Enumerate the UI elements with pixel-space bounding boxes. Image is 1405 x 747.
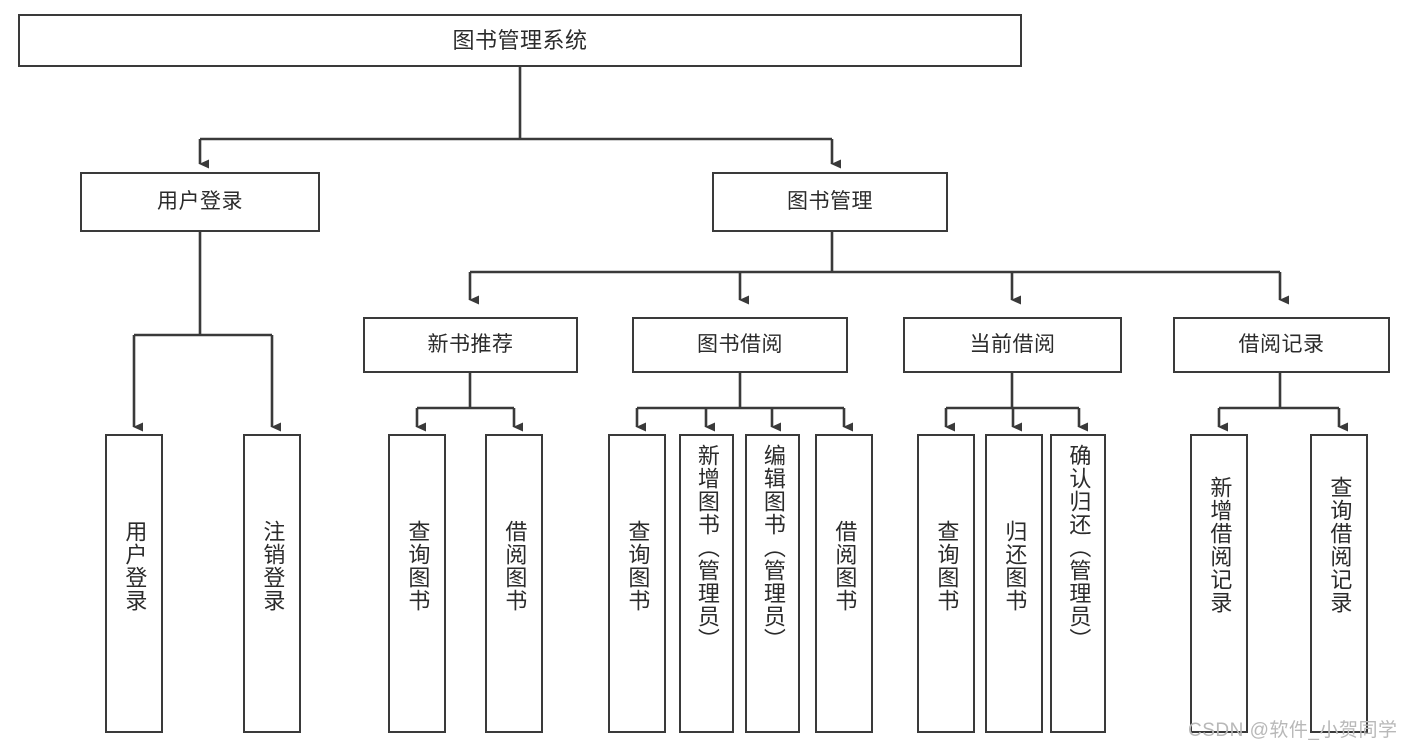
node-current-borrow[interactable]: 当前借阅 (903, 317, 1122, 373)
node-label: 借阅图书 (832, 520, 858, 612)
node-label: 查询图书 (625, 520, 651, 612)
node-label: 用户登录 (157, 189, 243, 213)
leaf-record-add[interactable]: 新增借阅记录 (1190, 434, 1248, 733)
leaf-user-login[interactable]: 用户登录 (105, 434, 163, 733)
node-label: 图书管理 (787, 189, 873, 213)
node-label: 归还图书 (1002, 520, 1028, 612)
node-label: 确认归还（管理员） (1066, 444, 1092, 651)
node-label: 新增借阅记录 (1207, 476, 1233, 614)
node-root-system[interactable]: 图书管理系统 (18, 14, 1022, 67)
node-user-login[interactable]: 用户登录 (80, 172, 320, 232)
leaf-new-book-borrow[interactable]: 借阅图书 (485, 434, 543, 733)
node-borrow-record[interactable]: 借阅记录 (1173, 317, 1390, 373)
node-label: 图书管理系统 (452, 27, 588, 53)
node-label: 查询借阅记录 (1327, 476, 1353, 614)
leaf-new-book-query[interactable]: 查询图书 (388, 434, 446, 733)
node-label: 用户登录 (122, 520, 148, 612)
leaf-current-query-book[interactable]: 查询图书 (917, 434, 975, 733)
leaf-user-logout[interactable]: 注销登录 (243, 434, 301, 733)
leaf-current-return-book[interactable]: 归还图书 (985, 434, 1043, 733)
node-book-management[interactable]: 图书管理 (712, 172, 948, 232)
leaf-borrow-add-book-admin[interactable]: 新增图书（管理员） (679, 434, 734, 733)
node-new-book-recommend[interactable]: 新书推荐 (363, 317, 578, 373)
watermark: CSDN @软件_小贺同学 (1188, 720, 1398, 741)
node-label: 查询图书 (934, 520, 960, 612)
node-label: 借阅图书 (502, 520, 528, 612)
node-book-borrow[interactable]: 图书借阅 (632, 317, 848, 373)
leaf-borrow-borrow-book[interactable]: 借阅图书 (815, 434, 873, 733)
node-label: 当前借阅 (969, 332, 1056, 356)
node-label: 图书借阅 (697, 332, 783, 356)
node-label: 编辑图书（管理员） (760, 444, 786, 651)
node-label: 新增图书（管理员） (694, 444, 720, 651)
node-label: 新书推荐 (427, 332, 514, 356)
leaf-borrow-query-book[interactable]: 查询图书 (608, 434, 666, 733)
leaf-current-confirm-return-admin[interactable]: 确认归还（管理员） (1050, 434, 1106, 733)
leaf-record-query[interactable]: 查询借阅记录 (1310, 434, 1368, 733)
leaf-borrow-edit-book-admin[interactable]: 编辑图书（管理员） (745, 434, 800, 733)
node-label: 借阅记录 (1238, 332, 1325, 356)
node-label: 查询图书 (405, 520, 431, 612)
node-label: 注销登录 (260, 520, 286, 612)
